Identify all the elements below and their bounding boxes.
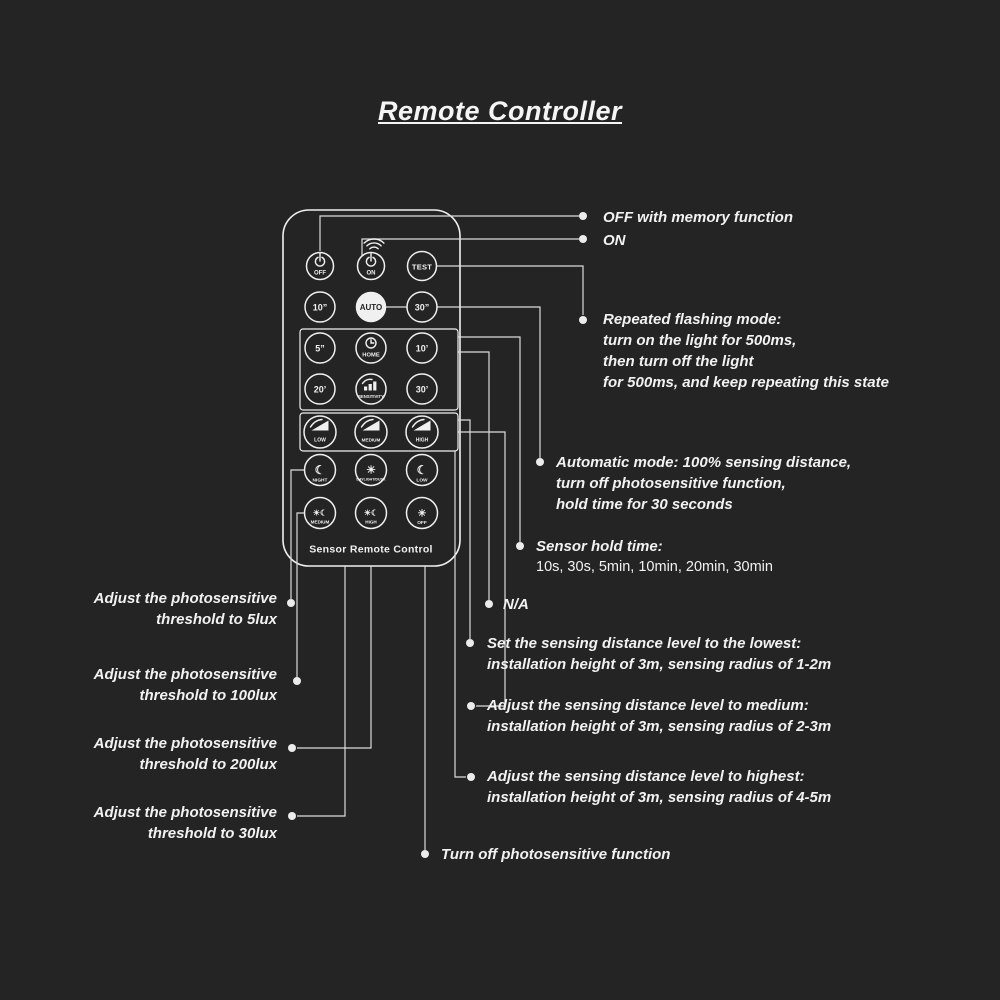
svg-text:5”: 5” xyxy=(315,344,325,354)
svg-text:SENSITIVITY: SENSITIVITY xyxy=(358,394,384,399)
annotation-lux5: Adjust the photosensitive threshold to 5… xyxy=(93,590,277,628)
wedge-icon xyxy=(413,420,431,431)
night-button: ☾ NIGHT xyxy=(303,453,337,487)
lux-high-button: ☀☾ HIGH xyxy=(354,496,388,530)
home-button: HOME xyxy=(355,332,387,364)
svg-text:10”: 10” xyxy=(313,303,328,313)
power-icon xyxy=(365,256,377,267)
line-hold-time xyxy=(458,336,521,542)
arrow-icon xyxy=(309,418,323,428)
distance-medium-button: MEDIUM xyxy=(354,415,388,449)
hold-time-group-box xyxy=(299,328,459,411)
svg-text:HOME: HOME xyxy=(362,353,380,359)
svg-text:LOW: LOW xyxy=(314,438,326,444)
clock-hands xyxy=(370,339,375,344)
svg-text:10’: 10’ xyxy=(416,344,429,354)
svg-text:30’: 30’ xyxy=(416,385,429,395)
time-20m-button: 20’ xyxy=(304,373,336,405)
svg-text:MEDIUM: MEDIUM xyxy=(311,520,330,525)
svg-text:OFF: OFF xyxy=(417,520,427,526)
annotation-distance-low: Set the sensing distance level to the lo… xyxy=(487,635,832,673)
on-button: ON xyxy=(356,251,386,281)
arrow-icon xyxy=(411,418,425,428)
line-flashing xyxy=(437,265,584,315)
lux-low-button: ☾ LOW xyxy=(405,453,439,487)
sun-moon-icon: ☀☾ xyxy=(364,509,378,518)
time-10m-button: 10’ xyxy=(406,332,438,364)
wedge-icon xyxy=(311,420,329,431)
time-5m-button: 5” xyxy=(304,332,336,364)
svg-text:TEST: TEST xyxy=(412,263,432,272)
test-button: TEST xyxy=(406,250,438,282)
time-10s-button: 10” xyxy=(304,291,336,323)
annotation-photosensitive-off: Turn off photosensitive function xyxy=(441,846,671,863)
svg-text:AUTO: AUTO xyxy=(360,303,383,312)
bullets xyxy=(287,212,587,858)
annotation-off-memory: OFF with memory function xyxy=(603,209,793,226)
arrow-icon xyxy=(360,418,374,428)
svg-text:NIGHT: NIGHT xyxy=(313,478,328,484)
distance-low-button: LOW xyxy=(303,415,337,449)
annotation-distance-high: Adjust the sensing distance level to hig… xyxy=(487,768,832,806)
time-30m-button: 30’ xyxy=(406,373,438,405)
line-na xyxy=(458,351,490,600)
annotation-automatic-mode: Automatic mode: 100% sensing distance, t… xyxy=(556,454,852,513)
auto-button: AUTO xyxy=(355,291,387,323)
clock-icon xyxy=(365,337,377,349)
daylight-dusk-button: ☀ DAYLIGHT/DUSK xyxy=(354,453,388,487)
sun-icon: ☀ xyxy=(366,465,376,477)
distance-high-button: HIGH xyxy=(405,415,439,449)
annotation-lux30: Adjust the photosensitive threshold to 3… xyxy=(93,804,277,842)
moon-icon: ☾ xyxy=(417,463,428,477)
annotation-lux100: Adjust the photosensitive threshold to 1… xyxy=(93,666,277,704)
line-on xyxy=(361,238,579,256)
line-lux5 xyxy=(290,469,304,599)
lux-medium-button: ☀☾ MEDIUM xyxy=(303,496,337,530)
power-icon xyxy=(314,256,326,267)
lux-off-button: ☀ OFF xyxy=(405,496,439,530)
svg-text:LOW: LOW xyxy=(416,478,428,484)
signal-bars-icon xyxy=(364,381,377,391)
svg-text:20’: 20’ xyxy=(314,385,327,395)
time-30s-button: 30” xyxy=(406,291,438,323)
annotation-na: N/A xyxy=(503,596,529,613)
svg-text:OFF: OFF xyxy=(314,271,326,277)
off-button: OFF xyxy=(305,251,335,281)
wifi-icon xyxy=(363,238,385,250)
svg-text:DAYLIGHT/DUSK: DAYLIGHT/DUSK xyxy=(356,478,386,482)
wedge-icon xyxy=(362,420,380,431)
svg-text:30”: 30” xyxy=(415,303,430,313)
sensitivity-button: SENSITIVITY xyxy=(355,373,387,405)
line-off-memory xyxy=(319,215,579,251)
line-lux30 xyxy=(297,566,346,817)
line-lux100 xyxy=(296,512,304,677)
svg-text:HIGH: HIGH xyxy=(416,438,429,444)
sun-icon: ☀ xyxy=(418,509,427,520)
remote-caption: Sensor Remote Control xyxy=(309,544,433,556)
line-dist-low xyxy=(458,419,471,639)
svg-text:HIGH: HIGH xyxy=(365,520,377,525)
svg-text:ON: ON xyxy=(367,271,376,277)
line-dist-medium xyxy=(458,431,506,707)
annotation-distance-medium: Adjust the sensing distance level to med… xyxy=(487,697,832,735)
annotation-flashing-mode: Repeated flashing mode: turn on the ligh… xyxy=(603,311,889,391)
arrow-icon xyxy=(361,378,373,385)
annotation-on: ON xyxy=(603,232,626,249)
moon-icon: ☾ xyxy=(315,463,326,477)
svg-text:MEDIUM: MEDIUM xyxy=(362,438,381,443)
line-lux200 xyxy=(297,566,372,749)
annotation-lux200: Adjust the photosensitive threshold to 2… xyxy=(93,735,277,773)
annotation-hold-time: Sensor hold time: 10s, 30s, 5min, 10min,… xyxy=(536,538,773,575)
connector-lines xyxy=(290,215,584,850)
sensitivity-group-box xyxy=(299,412,459,452)
line-dist-high xyxy=(454,451,466,778)
sun-moon-icon: ☀☾ xyxy=(313,509,327,518)
page-title: Remote Controller xyxy=(377,96,623,126)
